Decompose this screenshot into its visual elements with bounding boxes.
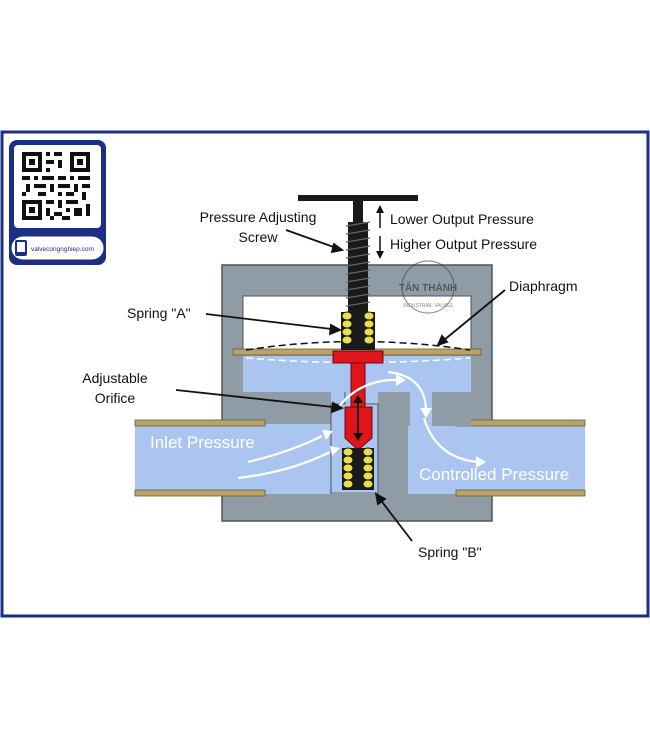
flow-arrowheads <box>322 374 486 468</box>
label-higher-output: Higher Output Pressure <box>390 236 537 252</box>
label-screw-line1: Pressure Adjusting <box>200 209 317 225</box>
brand-watermark: TÂN THÀNH INDUSTRIAL VALVES <box>399 260 457 314</box>
watermark-brand: TÂN THÀNH <box>399 281 457 294</box>
adjust-arrows <box>376 205 384 259</box>
valve-stem <box>332 350 384 451</box>
watermark-sub: INDUSTRIAL VALVES <box>403 303 453 309</box>
label-orifice-line2: Orifice <box>95 390 136 406</box>
labels: Pressure Adjusting Screw Lower Output Pr… <box>82 209 577 560</box>
badge-website[interactable]: valvecongnghiep.com <box>31 246 94 253</box>
label-controlled-pressure: Controlled Pressure <box>419 465 569 484</box>
qr-badge[interactable]: valvecongnghiep.com <box>9 140 106 265</box>
label-spring-b: Spring "B" <box>418 544 482 560</box>
label-inlet-pressure: Inlet Pressure <box>150 433 255 452</box>
spring-b <box>342 447 374 490</box>
smartphone-icon <box>15 240 27 256</box>
outlet-pipe <box>408 419 586 497</box>
leader-lines <box>175 229 506 542</box>
label-spring-a: Spring "A" <box>127 305 191 321</box>
label-lower-output: Lower Output Pressure <box>390 211 534 227</box>
flow-arrows <box>237 370 479 480</box>
label-screw-line2: Screw <box>239 229 279 245</box>
inlet-pipe <box>134 419 331 497</box>
label-orifice-line1: Adjustable <box>82 370 148 386</box>
spring-a <box>341 311 375 350</box>
pressure-adjusting-screw <box>298 195 418 314</box>
qr-code-icon <box>22 152 90 220</box>
label-diaphragm: Diaphragm <box>509 278 577 294</box>
